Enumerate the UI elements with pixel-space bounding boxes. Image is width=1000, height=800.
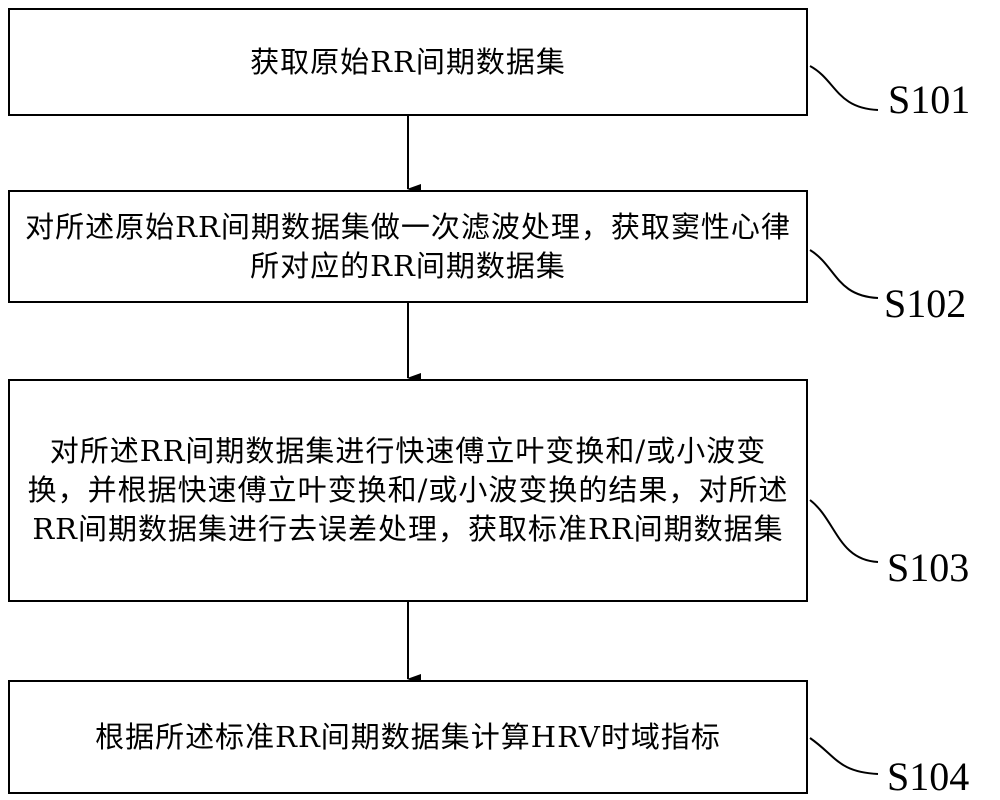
leader-curve-s101 — [809, 65, 879, 111]
step-text-s102: 对所述原始RR间期数据集做一次滤波处理，获取窦性心律所对应的RR间期数据集 — [25, 209, 791, 283]
leader-curve-s102 — [809, 249, 879, 299]
step-text-s104: 根据所述标准RR间期数据集计算HRV时域指标 — [95, 719, 721, 754]
step-box-s101: 获取原始RR间期数据集 — [8, 8, 808, 116]
step-label-s104: S104 — [887, 754, 970, 799]
step-label-s103: S103 — [887, 545, 970, 590]
step-label-s101: S101 — [888, 77, 971, 122]
step-text-s101: 获取原始RR间期数据集 — [250, 44, 566, 79]
step-box-s103: 对所述RR间期数据集进行快速傅立叶变换和/或小波变换，并根据快速傅立叶变换和/或… — [8, 379, 808, 602]
step-box-s102: 对所述原始RR间期数据集做一次滤波处理，获取窦性心律所对应的RR间期数据集 — [8, 190, 808, 303]
step-box-s104: 根据所述标准RR间期数据集计算HRV时域指标 — [8, 680, 808, 794]
step-label-s102: S102 — [884, 281, 967, 326]
leader-curve-s103 — [809, 499, 879, 563]
leader-curve-s104 — [809, 737, 879, 775]
step-text-s103: 对所述RR间期数据集进行快速傅立叶变换和/或小波变换，并根据快速傅立叶变换和/或… — [27, 434, 789, 546]
